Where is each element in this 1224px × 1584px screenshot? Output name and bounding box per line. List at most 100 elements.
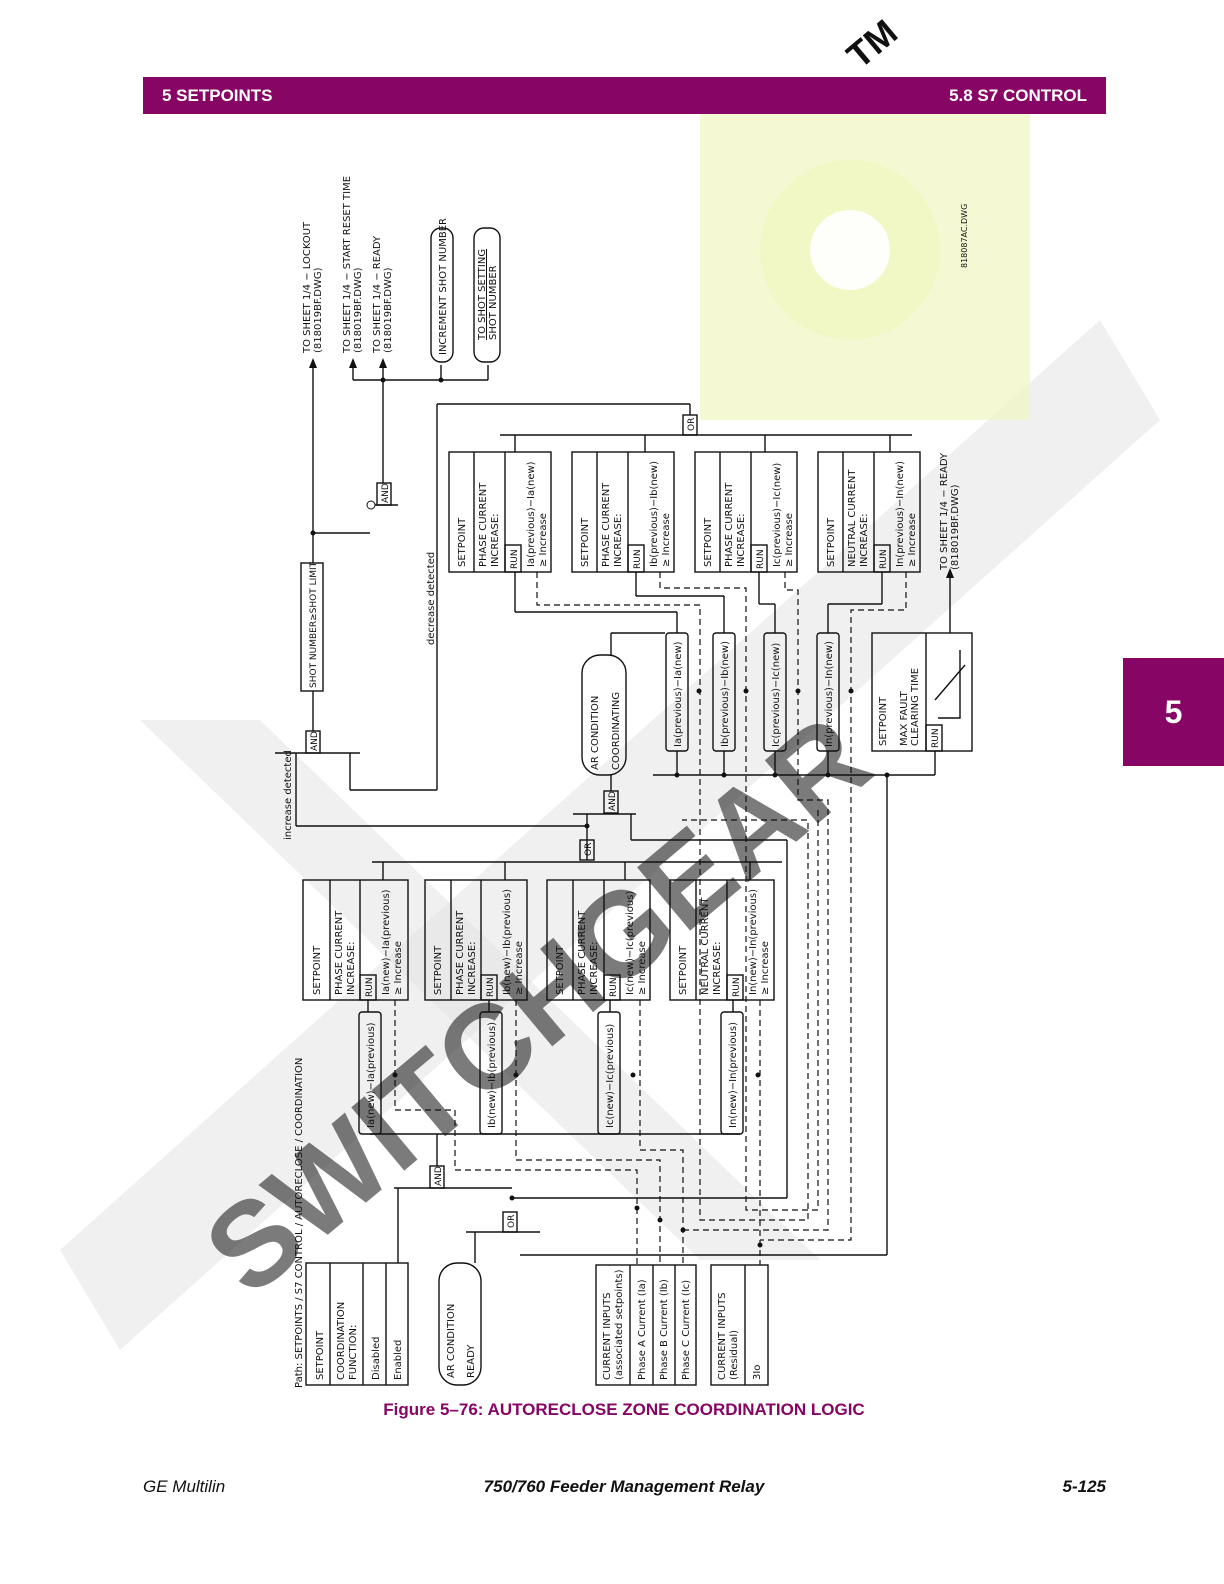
svg-text:RUN: RUN — [931, 728, 941, 748]
svg-text:TO SHEET 1/4 − LOCKOUT: TO SHEET 1/4 − LOCKOUT — [302, 221, 313, 354]
header-subsection: 5.8 S7 CONTROL — [949, 86, 1087, 105]
svg-text:(818019BF.DWG): (818019BF.DWG) — [950, 484, 961, 570]
svg-text:OR: OR — [687, 418, 697, 431]
svg-text:RUN: RUN — [732, 977, 742, 997]
svg-text:In(previous)−In(new): In(previous)−In(new) — [824, 641, 835, 747]
shot-limit-comparator: SHOT NUMBER≥SHOT LIMIT — [300, 561, 324, 692]
svg-text:MAX FAULT: MAX FAULT — [899, 690, 910, 746]
chapter-tab: 5 — [1123, 658, 1224, 766]
drawing-id: 818087AC.DWG — [960, 204, 969, 268]
svg-text:RUN: RUN — [633, 549, 643, 569]
junction-dots — [310, 377, 890, 1248]
decrease-detected-label: decrease detected — [426, 552, 437, 645]
decrease-calc-boxes: Ia(previous)−Ia(new) Ib(previous)−Ib(new… — [665, 632, 840, 752]
svg-text:CLEARING TIME: CLEARING TIME — [910, 668, 921, 746]
svg-text:AND: AND — [434, 1166, 444, 1186]
svg-text:Ic(previous)−Ic(new): Ic(previous)−Ic(new) — [771, 643, 782, 747]
svg-text:(associated setpoints): (associated setpoints) — [614, 1269, 625, 1380]
svg-text:≥ Increase: ≥ Increase — [907, 513, 918, 567]
svg-text:Ia(previous)−Ia(new): Ia(previous)−Ia(new) — [526, 461, 537, 567]
increase-block-c: SETPOINT PHASE CURRENT INCREASE: RUN Ic(… — [546, 879, 651, 1001]
svg-text:≥ Increase: ≥ Increase — [393, 941, 404, 995]
svg-text:Ic(new)−Ic(previous): Ic(new)−Ic(previous) — [605, 1024, 616, 1128]
svg-text:TO SHOT SETTING: TO SHOT SETTING — [477, 249, 488, 341]
page-header: 5 SETPOINTS 5.8 S7 CONTROL — [143, 77, 1106, 114]
svg-text:SETPOINT: SETPOINT — [433, 945, 444, 995]
svg-text:COORDINATING: COORDINATING — [611, 692, 622, 770]
svg-text:OR: OR — [507, 1215, 517, 1228]
svg-text:≥ Increase: ≥ Increase — [661, 513, 672, 567]
svg-text:RUN: RUN — [756, 549, 766, 569]
svg-text:SHOT NUMBER: SHOT NUMBER — [488, 265, 499, 340]
svg-text:≥ Increase: ≥ Increase — [637, 941, 648, 995]
increase-detected-label: increase detected — [283, 750, 294, 840]
svg-text:≥ Increase: ≥ Increase — [538, 513, 549, 567]
svg-text:AND: AND — [381, 483, 391, 503]
svg-text:INCREMENT SHOT NUMBER: INCREMENT SHOT NUMBER — [438, 218, 449, 355]
svg-text:SETPOINT: SETPOINT — [878, 696, 889, 746]
increase-block-a: SETPOINT PHASE CURRENT INCREASE: RUN Ia(… — [302, 879, 409, 1001]
svg-text:Ia(previous)−Ia(new): Ia(previous)−Ia(new) — [673, 641, 684, 747]
svg-text:In(new)−In(previous): In(new)−In(previous) — [748, 889, 759, 995]
figure-caption: Figure 5–76: AUTORECLOSE ZONE COORDINATI… — [383, 1400, 865, 1419]
svg-text:AND: AND — [310, 731, 320, 751]
svg-text:Enabled: Enabled — [393, 1340, 404, 1380]
svg-text:Ia(new)−Ia(previous): Ia(new)−Ia(previous) — [366, 1022, 377, 1128]
svg-text:≥ Increase: ≥ Increase — [760, 941, 771, 995]
svg-text:RUN: RUN — [879, 549, 889, 569]
svg-text:INCREASE:: INCREASE: — [467, 941, 478, 995]
ar-condition-coordinating: AR CONDITION COORDINATING — [581, 654, 627, 776]
ar-condition-ready: AR CONDITION READY — [438, 1262, 482, 1386]
svg-text:PHASE CURRENT: PHASE CURRENT — [334, 910, 345, 995]
increase-block-b: SETPOINT PHASE CURRENT INCREASE: RUN Ib(… — [424, 879, 528, 1001]
svg-text:RUN: RUN — [365, 977, 375, 997]
output-labels: TO SHEET 1/4 − LOCKOUT (818019BF.DWG) TO… — [302, 176, 961, 571]
output-arrows — [309, 358, 954, 578]
svg-text:INCREASE:: INCREASE: — [859, 513, 870, 567]
svg-text:(Residual): (Residual) — [729, 1330, 740, 1380]
svg-text:SHOT NUMBER≥SHOT LIMIT: SHOT NUMBER≥SHOT LIMIT — [309, 561, 319, 688]
svg-text:INCREASE:: INCREASE: — [712, 941, 723, 995]
svg-text:SETPOINT: SETPOINT — [555, 945, 566, 995]
svg-text:Ia(new)−Ia(previous): Ia(new)−Ia(previous) — [381, 889, 392, 995]
svg-text:Phase B Current (Ib): Phase B Current (Ib) — [659, 1279, 670, 1380]
svg-text:TO SHEET 1/4 − READY: TO SHEET 1/4 − READY — [372, 235, 383, 354]
svg-text:INCREASE:: INCREASE: — [613, 513, 624, 567]
coordination-function-setpoint: SETPOINT COORDINATION FUNCTION: Disabled… — [305, 1262, 409, 1386]
svg-text:(818019BF.DWG): (818019BF.DWG) — [383, 267, 394, 353]
svg-text:OR: OR — [584, 843, 594, 856]
svg-text:COORDINATION: COORDINATION — [336, 1302, 347, 1380]
svg-text:CURRENT INPUTS: CURRENT INPUTS — [602, 1292, 613, 1380]
svg-text:Ib(previous)−Ib(new): Ib(previous)−Ib(new) — [720, 641, 731, 747]
svg-text:PHASE CURRENT: PHASE CURRENT — [601, 482, 612, 567]
svg-text:PHASE CURRENT: PHASE CURRENT — [724, 482, 735, 567]
svg-text:SETPOINT: SETPOINT — [580, 517, 591, 567]
decrease-block-b: SETPOINT PHASE CURRENT INCREASE: RUN Ib(… — [571, 451, 675, 573]
svg-text:≥ Increase: ≥ Increase — [514, 941, 525, 995]
svg-text:Ib(new)−Ib(previous): Ib(new)−Ib(previous) — [502, 889, 513, 995]
svg-text:AND: AND — [608, 791, 618, 811]
path-label: Path: SETPOINTS / S7 CONTROL / AUTORECLO… — [294, 1058, 305, 1388]
svg-text:INCREASE:: INCREASE: — [589, 941, 600, 995]
svg-text:CURRENT INPUTS: CURRENT INPUTS — [717, 1292, 728, 1380]
header-section: 5 SETPOINTS — [162, 86, 273, 105]
decrease-block-a: SETPOINT PHASE CURRENT INCREASE: RUN Ia(… — [448, 451, 552, 573]
svg-text:SETPOINT: SETPOINT — [457, 517, 468, 567]
svg-text:SETPOINT: SETPOINT — [312, 945, 323, 995]
svg-text:INCREASE:: INCREASE: — [346, 941, 357, 995]
increase-calc-boxes: Ia(new)−Ia(previous) Ib(new)−Ib(previous… — [358, 1011, 744, 1135]
svg-text:(818019BF.DWG): (818019BF.DWG) — [313, 267, 324, 353]
svg-text:In(new)−In(previous): In(new)−In(previous) — [728, 1022, 739, 1128]
current-inputs-associated: CURRENT INPUTS (associated setpoints) Ph… — [595, 1264, 697, 1386]
svg-text:PHASE CURRENT: PHASE CURRENT — [455, 910, 466, 995]
max-fault-clearing-time: SETPOINT MAX FAULT CLEARING TIME RUN — [871, 632, 973, 752]
svg-text:AR CONDITION: AR CONDITION — [590, 696, 601, 770]
svg-text:(818019BF.DWG): (818019BF.DWG) — [353, 267, 364, 353]
svg-text:SETPOINT: SETPOINT — [678, 945, 689, 995]
increase-block-n: SETPOINT NEUTRAL CURRENT INCREASE: RUN I… — [669, 879, 775, 1001]
svg-text:SETPOINT: SETPOINT — [703, 517, 714, 567]
svg-text:TO SHEET 1/4 − READY: TO SHEET 1/4 − READY — [939, 452, 950, 571]
svg-text:Ic(new)−Ic(previous): Ic(new)−Ic(previous) — [625, 891, 636, 995]
